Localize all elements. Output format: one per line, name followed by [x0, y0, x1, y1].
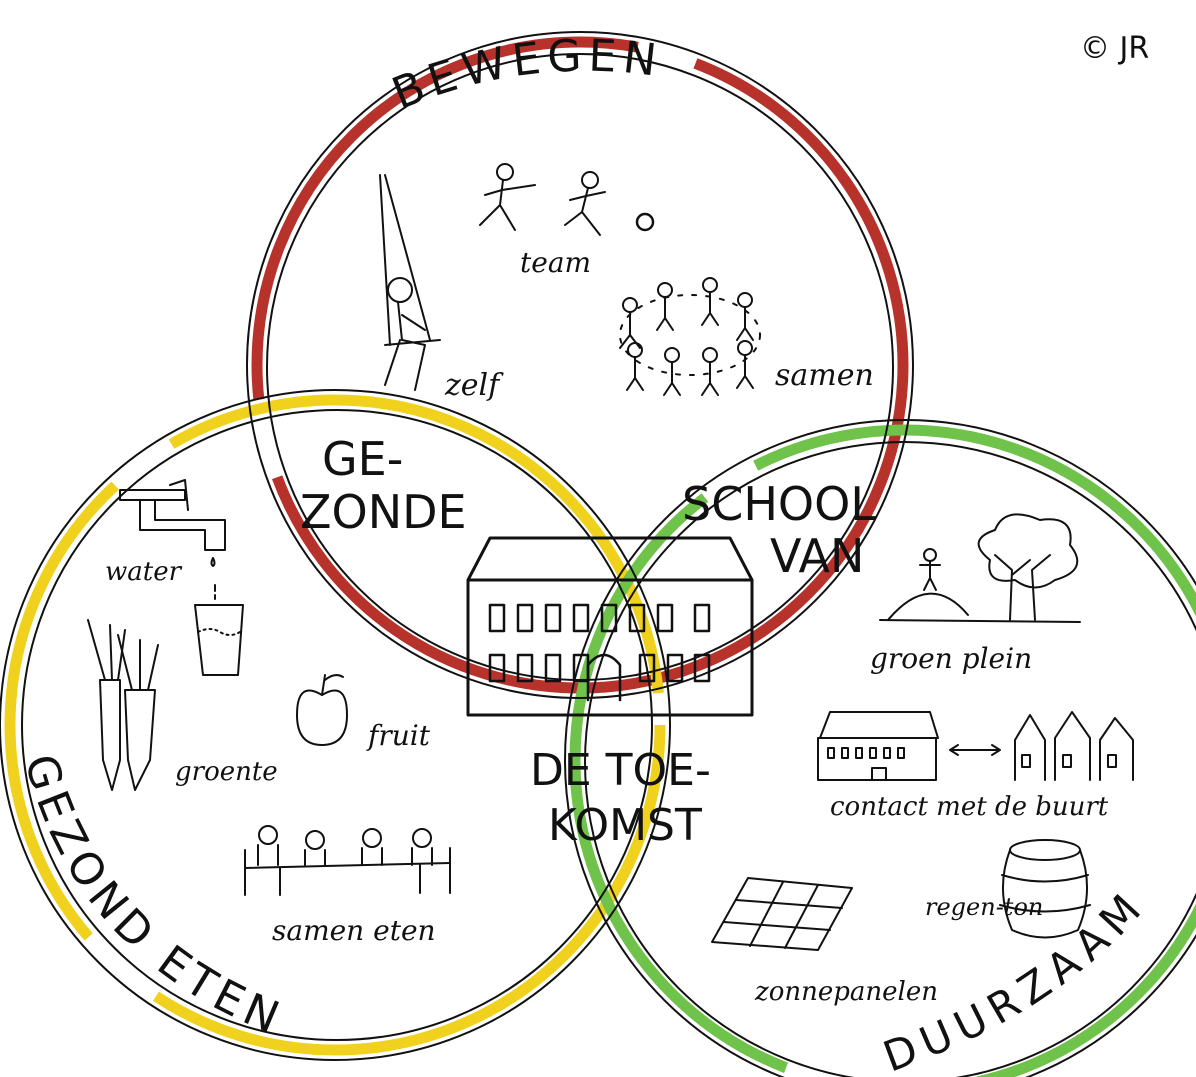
circle-of-kids-icon — [619, 277, 761, 396]
swing-icon — [379, 174, 441, 391]
center-line-1: GE- — [322, 432, 403, 486]
top-circle-outline-outer — [246, 31, 914, 699]
right-circle-outline-inner — [584, 441, 1196, 1077]
school-building-icon — [466, 536, 754, 717]
center-line-2: ZONDE — [300, 485, 467, 539]
rain-barrel-label: regen-ton — [925, 893, 1043, 921]
neighbourhood-label: contact met de buurt — [830, 792, 1109, 822]
school-and-houses-icon — [817, 711, 1134, 781]
copyright-label: © JR — [1080, 31, 1149, 66]
center-line-4: VAN — [770, 529, 864, 583]
barrel-icon — [999, 839, 1091, 939]
fruit-label: fruit — [366, 719, 431, 752]
team-label: team — [520, 246, 591, 279]
right-circle-outline-outer — [564, 419, 1196, 1077]
left-circle-outline-outer — [0, 389, 671, 1061]
center-line-6: KOMST — [548, 800, 702, 851]
center-line-3: SCHOOL — [682, 477, 876, 531]
tree-icon — [977, 513, 1079, 621]
tap-icon — [119, 479, 226, 567]
left-circle-color-ring — [4, 394, 666, 1056]
together-label: samen — [775, 358, 874, 393]
solar-panel-icon — [711, 877, 853, 951]
green-playground-label: groen plein — [870, 642, 1032, 675]
center-line-5: DE TOE- — [530, 745, 711, 796]
circle-outlines — [0, 31, 1196, 1077]
playground-hill-icon — [879, 548, 1081, 623]
water-label: water — [105, 557, 183, 587]
glass-icon — [194, 584, 244, 676]
eat-together-label: samen eten — [272, 914, 436, 947]
right-circle-color-ring — [569, 424, 1196, 1077]
solar-label: zonnepanelen — [754, 977, 938, 1007]
left-circle-outline-inner — [21, 409, 653, 1041]
apple-icon — [296, 674, 348, 746]
color-rings — [4, 36, 1196, 1077]
self-label: zelf — [444, 368, 504, 403]
ball-icon — [635, 212, 655, 232]
carrot-icon — [87, 619, 159, 791]
dining-table-icon — [244, 825, 451, 896]
vegetables-label: groente — [175, 757, 278, 787]
runners-icon — [479, 163, 606, 236]
